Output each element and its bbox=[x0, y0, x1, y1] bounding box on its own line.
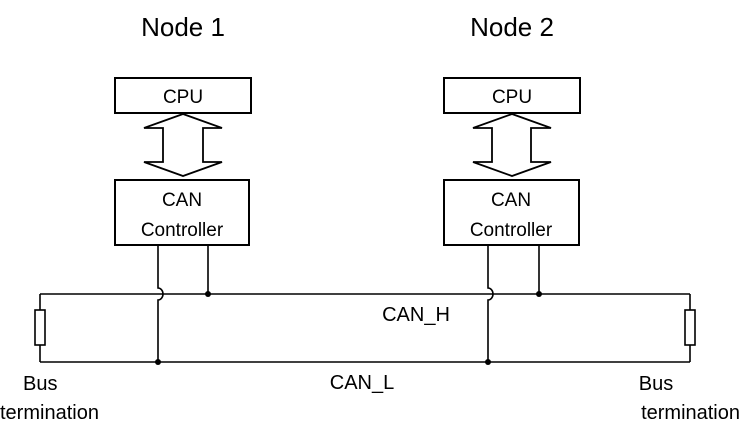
node-2-cpu-box: CPU bbox=[443, 77, 581, 114]
node-1-data-arrow bbox=[143, 113, 223, 177]
node-2-can-h-junction bbox=[536, 291, 542, 297]
node-2-can-l-stub bbox=[487, 245, 494, 362]
node-1-cpu-label: CPU bbox=[163, 87, 203, 108]
node-1-cpu-box: CPU bbox=[114, 77, 252, 114]
node-1-controller-line1: CAN bbox=[162, 190, 202, 211]
right-termination-label-line1: Bus bbox=[639, 373, 673, 395]
node-1-can-controller-box: CAN Controller bbox=[114, 179, 250, 246]
node-2-data-arrow bbox=[472, 113, 552, 177]
node-1-can-l-stub bbox=[157, 245, 164, 362]
node-2-can-controller-box: CAN Controller bbox=[443, 179, 580, 246]
node-2-controller-line1: CAN bbox=[491, 190, 531, 211]
node-1-can-h-junction bbox=[205, 291, 211, 297]
node-2-controller-line2: Controller bbox=[470, 220, 553, 241]
left-termination-label-line2: termination bbox=[0, 402, 99, 424]
left-termination-label-line1: Bus bbox=[23, 373, 57, 395]
node-1-title: Node 1 bbox=[141, 12, 225, 42]
can-h-label: CAN_H bbox=[382, 304, 450, 326]
can-l-label: CAN_L bbox=[330, 372, 394, 394]
node-1-can-l-junction bbox=[155, 359, 161, 365]
right-termination-label-line2: termination bbox=[641, 402, 740, 424]
node-1-controller-line2: Controller bbox=[141, 220, 224, 241]
left-termination-resistor bbox=[34, 294, 46, 362]
node-2-can-l-junction bbox=[485, 359, 491, 365]
right-termination-resistor bbox=[684, 294, 696, 362]
node-2-title: Node 2 bbox=[470, 12, 554, 42]
node-2-cpu-label: CPU bbox=[492, 87, 532, 108]
